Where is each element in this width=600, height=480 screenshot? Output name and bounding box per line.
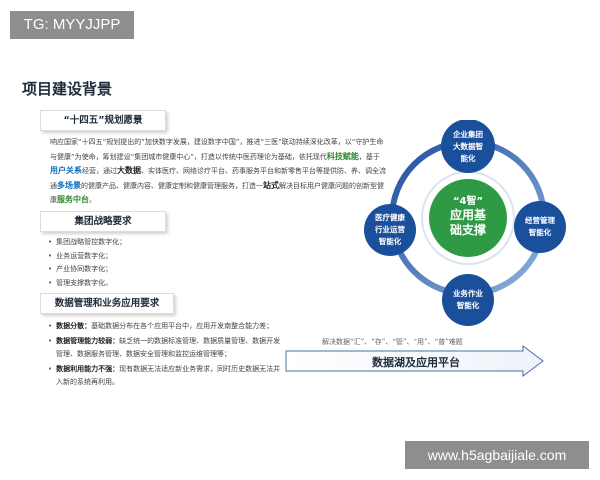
node-text-line: 医疗健康 xyxy=(375,213,405,222)
section-header-plan-vision: “十四五”规划愿景 xyxy=(40,110,166,131)
section-header-group-strategy: 集团战略要求 xyxy=(40,211,166,232)
node-left-label: 医疗健康 行业运营 智能化 xyxy=(366,212,414,248)
node-text-line: 智能化 xyxy=(378,237,402,246)
node-text-line: 业务作业 xyxy=(453,289,483,298)
node-right-circle xyxy=(514,201,566,253)
highlight-big-data: 大数据 xyxy=(117,166,141,175)
para-text-5: 的健康产品、健康内容、健康定制和健康管理服务，打造一 xyxy=(81,181,263,190)
para-text-3: 经营，通过 xyxy=(82,167,117,175)
list-item: 数据管理能力较弱：缺乏统一的数据标准管理、数据质量管理、数据开发管理、数据服务管… xyxy=(48,335,286,361)
arrow-label: 数据湖及应用平台 xyxy=(372,356,460,369)
para-text-2: ，基于 xyxy=(358,152,380,161)
node-bottom-label: 业务作业 智能化 xyxy=(444,288,492,312)
node-right-label: 经营管理 智能化 xyxy=(516,215,564,239)
list-item: 数据分散：基础数据分布在各个应用平台中，应用开发南整合能力差； xyxy=(48,320,286,333)
center-circle xyxy=(429,179,507,257)
node-text-line: 智能化 xyxy=(456,301,480,310)
highlight-multi-scene: 多场景 xyxy=(57,180,81,190)
node-top-circle xyxy=(441,120,495,173)
highlight-user-relation: 用户关系 xyxy=(50,166,82,175)
node-top-label: 企业集团 大数据智 能化 xyxy=(444,129,492,165)
watermark-top: TG: MYYJJPP xyxy=(10,11,134,39)
list-item: 集团战略管控数字化； xyxy=(48,236,126,250)
item-text: 缺乏统一的数据标准管理、数据质量管理、数据开发管理、数据服务管理、数据安全管理和… xyxy=(56,337,281,358)
para-text-1: 响应国家“十四五”规划提出的“加快数字发展，建设数字中国”，推进“三医”联动持续… xyxy=(50,138,384,161)
data-requirements-list: 数据分散：基础数据分布在各个应用平台中，应用开发南整合能力差； 数据管理能力较弱… xyxy=(48,320,286,391)
item-label: 数据利用能力不强： xyxy=(56,365,120,373)
list-item: 数据利用能力不强：现有数据无法适应新业务需求，同时历史数据无法并入新的系统再利用… xyxy=(48,363,286,389)
center-line1: “4智” xyxy=(452,196,484,207)
node-text-line: 经营管理 xyxy=(525,216,555,225)
para-text-4: 、实体医疗、网络诊疗平台、药事服务平台和新零售平台等提供防、养、调全流通 xyxy=(50,167,386,190)
data-lake-arrow xyxy=(285,345,544,377)
node-text-line: 大数据智 xyxy=(453,142,483,151)
arrow-shape xyxy=(285,345,544,377)
node-text-line: 智能化 xyxy=(528,228,552,237)
item-label: 数据分散： xyxy=(56,322,92,330)
center-line2: 应用基 xyxy=(449,208,486,222)
list-item: 产业协同数字化； xyxy=(48,263,126,277)
highlight-one-stop: 站式 xyxy=(263,180,279,190)
item-text: 现有数据无法适应新业务需求，同时历史数据无法并入新的系统再利用。 xyxy=(56,365,281,386)
node-text-line: 能化 xyxy=(460,154,476,163)
plan-vision-paragraph: 响应国家“十四五”规划提出的“加快数字发展，建设数字中国”，推进“三医”联动持续… xyxy=(50,135,386,208)
list-item: 业务运营数字化； xyxy=(48,250,126,264)
intelligence-ring-diagram xyxy=(364,120,566,326)
center-label: “4智” 应用基 础支撑 xyxy=(425,196,511,238)
node-text-line: 行业运营 xyxy=(375,225,405,234)
item-text: 基础数据分布在各个应用平台中，应用开发南整合能力差； xyxy=(91,322,274,330)
node-bottom-circle xyxy=(442,274,494,326)
node-left-circle xyxy=(364,204,416,256)
center-line3: 础支撑 xyxy=(449,223,486,237)
highlight-tech-empower: 科技赋能 xyxy=(326,151,359,161)
highlight-service-platform: 服务中台 xyxy=(57,195,89,204)
para-text-6: 解决目标用户健康问题的创新型健康 xyxy=(50,181,384,205)
para-text-7: 。 xyxy=(89,196,96,204)
group-strategy-list: 集团战略管控数字化； 业务运营数字化； 产业协同数字化； 管理支撑数字化。 xyxy=(48,236,126,290)
node-text-line: 企业集团 xyxy=(453,130,483,139)
item-label: 数据管理能力较弱： xyxy=(56,337,120,345)
watermark-bottom: www.h5agbaijiale.com xyxy=(405,441,589,469)
list-item: 管理支撑数字化。 xyxy=(48,277,126,291)
arrow-subtitle: 解决数据“汇”、“存”、“管”、“用”、“普”难题 xyxy=(322,338,463,346)
section-header-data-requirements: 数据管理和业务应用要求 xyxy=(40,293,174,314)
page-title: 项目建设背景 xyxy=(22,80,113,98)
